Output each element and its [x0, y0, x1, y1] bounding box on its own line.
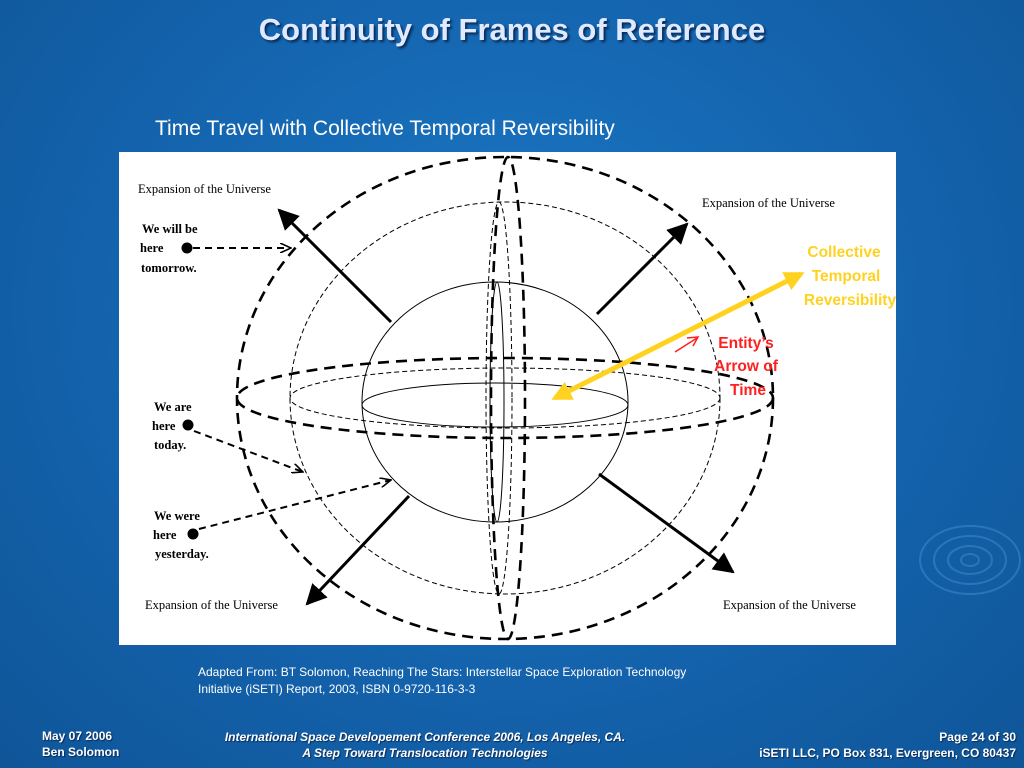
today-label-line1: We are	[154, 400, 192, 414]
yesterday-label-line1: We were	[154, 509, 200, 523]
footer-page-info: Page 24 of 30 iSETI LLC, PO Box 831, Eve…	[759, 729, 1016, 761]
source-citation: Adapted From: BT Solomon, Reaching The S…	[198, 664, 686, 698]
water-ripple-decoration	[919, 525, 1021, 595]
inner-equator-ellipse	[361, 382, 629, 428]
footer-date: May 07 2006	[42, 729, 113, 743]
today-label-line3: today.	[154, 438, 186, 452]
outer-equator-ellipse	[235, 356, 775, 440]
tomorrow-position-dot	[181, 242, 193, 254]
middle-equator-ellipse	[289, 367, 721, 429]
expansion-label-bottom-left: Expansion of the Universe	[145, 598, 278, 612]
collective-reversibility-arrow	[551, 271, 805, 401]
yesterday-dashed-arrow	[198, 480, 391, 530]
footer-conference: International Space Developement Confere…	[160, 729, 690, 761]
slide-title: Continuity of Frames of Reference	[258, 12, 766, 47]
today-dashed-arrow	[193, 430, 303, 472]
tomorrow-label-line1: We will be	[142, 222, 198, 236]
inner-sphere	[361, 281, 629, 523]
yesterday-label-line2: here	[153, 528, 177, 542]
expansion-label-top-right: Expansion of the Universe	[702, 196, 835, 210]
today-label-line2: here	[152, 419, 176, 433]
footer-conference-name: International Space Developement Confere…	[224, 730, 626, 744]
tomorrow-label-line2: here	[140, 241, 164, 255]
expansion-label-bottom-right: Expansion of the Universe	[723, 598, 856, 612]
expansion-arrow-bottom-left	[305, 494, 411, 606]
footer-author: Ben Solomon	[42, 745, 120, 759]
middle-meridian-ellipse	[485, 201, 513, 595]
entity-label-line3: Time	[730, 382, 766, 399]
footer-talk-title: A Step Toward Translocation Technologies	[302, 746, 548, 760]
expansion-arrow-top-left	[277, 208, 393, 324]
source-citation-line2: Initiative (iSETI) Report, 2003, ISBN 0-…	[198, 682, 476, 696]
expansion-arrow-top-right	[595, 222, 689, 316]
inner-meridian-ellipse	[489, 281, 505, 523]
footer-organization: iSETI LLC, PO Box 831, Evergreen, CO 804…	[759, 746, 1016, 760]
expansion-label-top-left: Expansion of the Universe	[138, 182, 271, 196]
today-position-dot	[182, 419, 194, 431]
yesterday-label-line3: yesterday.	[155, 547, 209, 561]
yesterday-position-dot	[187, 528, 199, 540]
collective-label-line2: Temporal	[812, 268, 881, 285]
collective-label-line1: Collective	[807, 244, 881, 261]
footer-date-author: May 07 2006 Ben Solomon	[42, 728, 119, 760]
entity-label-line2: Arrow of	[714, 358, 779, 375]
diagram-subtitle: Time Travel with Collective Temporal Rev…	[155, 117, 615, 140]
source-citation-line1: Adapted From: BT Solomon, Reaching The S…	[198, 665, 687, 679]
entity-arrow-of-time	[674, 337, 698, 353]
outer-universe-sphere	[235, 155, 775, 641]
expansion-arrow-bottom-right	[598, 472, 735, 574]
outer-meridian-ellipse	[489, 155, 527, 641]
entity-arrow-head	[686, 336, 700, 347]
middle-universe-sphere	[289, 201, 721, 595]
tomorrow-label-line3: tomorrow.	[141, 261, 197, 275]
universe-diagram: Expansion of the Universe Expansion of t…	[138, 155, 897, 641]
collective-label-line3: Reversibility	[804, 292, 897, 309]
footer-page-number: Page 24 of 30	[939, 730, 1016, 744]
entity-label-line1: Entity’s	[718, 335, 773, 352]
